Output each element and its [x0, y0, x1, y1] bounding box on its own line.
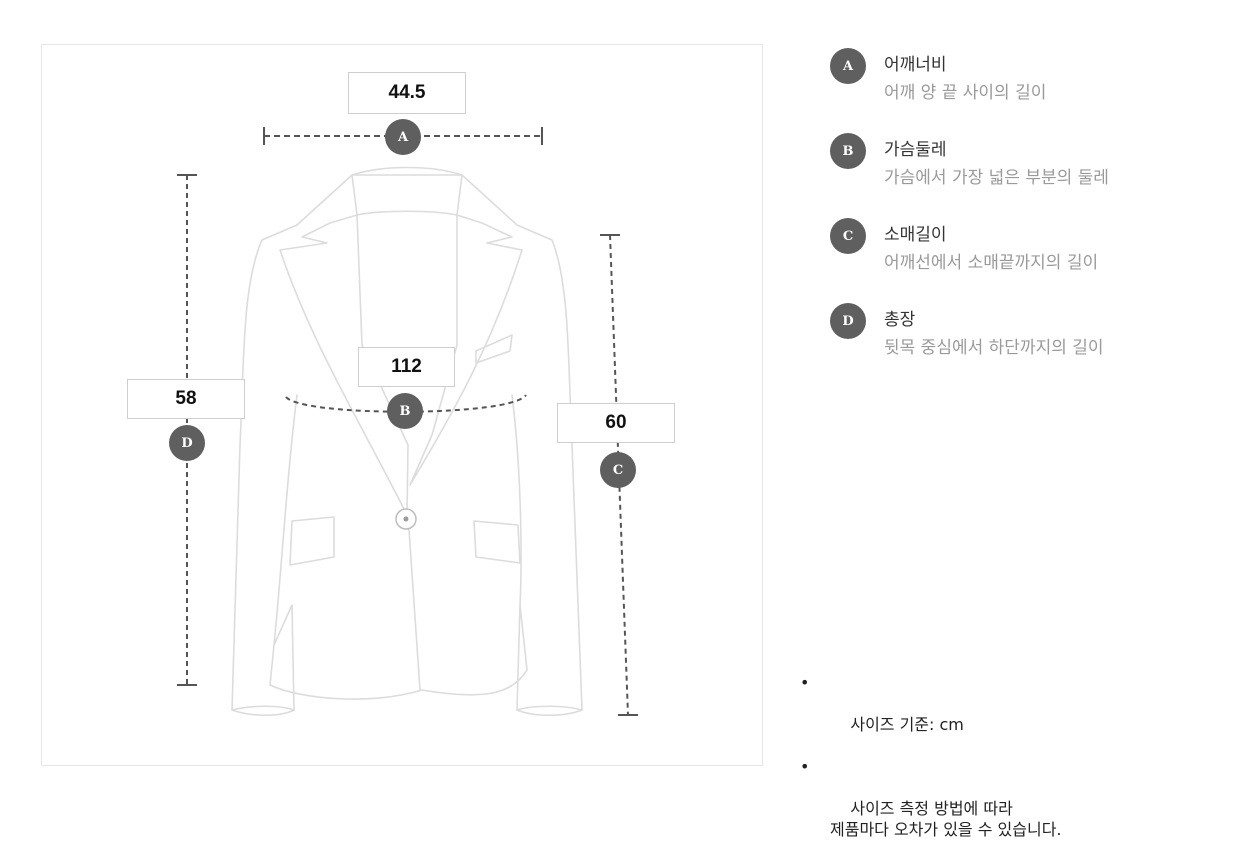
legend-item-length: D 총장 뒷목 중심에서 하단까지의 길이: [830, 303, 1230, 388]
badge-c-icon: C: [600, 452, 636, 488]
legend-badge-d-icon: D: [830, 303, 866, 339]
note-item: • 사이즈 기준: cm: [800, 672, 1062, 756]
chest-circumference-value: 112: [358, 347, 455, 387]
jacket-center-seam: [407, 514, 421, 691]
legend-badge-a-icon: A: [830, 48, 866, 84]
bullet-icon: •: [800, 757, 810, 776]
jacket-body-outline: [231, 174, 583, 716]
legend-desc: 어깨 양 끝 사이의 길이: [884, 83, 1047, 103]
note-item: • 사이즈 측정 방법에 따라 제품마다 오차가 있을 수 있습니다.: [800, 756, 1062, 861]
badge-b-icon: B: [387, 393, 423, 429]
note-text: 사이즈 기준: cm: [850, 715, 964, 734]
jacket-right-pocket: [473, 520, 521, 564]
jacket-right-sleeve-seam: [511, 394, 522, 606]
jacket-left-pocket: [289, 516, 335, 566]
legend-item-chest: B 가슴둘레 가슴에서 가장 넓은 부분의 둘레: [830, 133, 1230, 218]
legend-desc: 가슴에서 가장 넓은 부분의 둘레: [884, 168, 1109, 188]
total-length-value: 58: [127, 379, 245, 419]
legend-name: 가슴둘레: [884, 140, 947, 160]
badge-a-icon: A: [385, 119, 421, 155]
sleeve-length-value: 60: [557, 403, 675, 443]
note-text: 사이즈 측정 방법에 따라 제품마다 오차가 있을 수 있습니다.: [830, 799, 1062, 839]
jacket-right-cuff: [516, 705, 583, 711]
legend-badge-b-icon: B: [830, 133, 866, 169]
legend-name: 총장: [884, 310, 916, 330]
legend-desc: 어깨선에서 소매끝까지의 길이: [884, 253, 1099, 273]
legend-name: 어깨너비: [884, 55, 947, 75]
size-notes: • 사이즈 기준: cm • 사이즈 측정 방법에 따라 제품마다 오차가 있을…: [800, 672, 1062, 861]
size-diagram: 44.5 A 112 B 58 D 60 C: [41, 44, 763, 766]
bullet-icon: •: [800, 673, 810, 692]
jacket-left-sleeve-seam: [273, 394, 298, 646]
legend-desc: 뒷목 중심에서 하단까지의 길이: [884, 338, 1104, 358]
measurement-legend: A 어깨너비 어깨 양 끝 사이의 길이 B 가슴둘레 가슴에서 가장 넓은 부…: [830, 48, 1230, 388]
badge-d-icon: D: [169, 425, 205, 461]
chest-circumference-line: [285, 394, 527, 413]
legend-item-sleeve: C 소매길이 어깨선에서 소매끝까지의 길이: [830, 218, 1230, 303]
legend-badge-c-icon: C: [830, 218, 866, 254]
sleeve-length-line: [609, 234, 629, 716]
jacket-illustration: [177, 127, 638, 716]
legend-name: 소매길이: [884, 225, 947, 245]
jacket-chest-pocket: [475, 334, 513, 364]
jacket-left-lapel: [279, 214, 409, 516]
shoulder-width-value: 44.5: [348, 72, 466, 114]
jacket-right-lapel: [409, 214, 523, 486]
jacket-left-cuff: [231, 705, 295, 711]
legend-item-shoulder: A 어깨너비 어깨 양 끝 사이의 길이: [830, 48, 1230, 133]
